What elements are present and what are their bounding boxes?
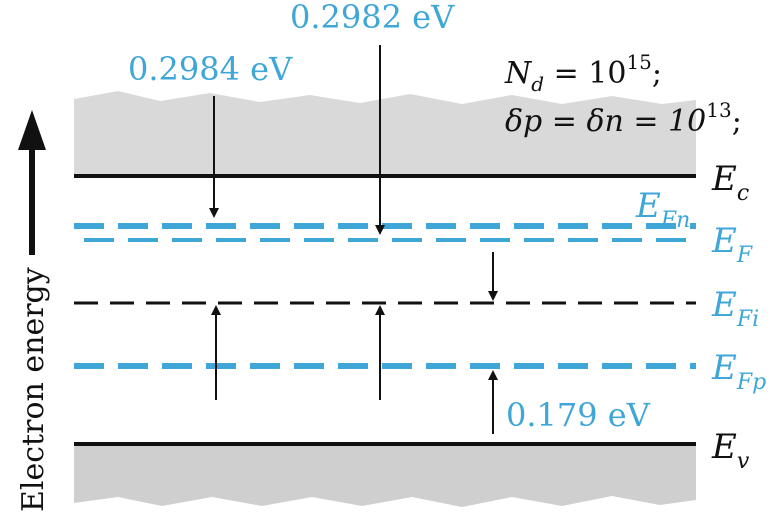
energy-axis-arrowhead: [18, 110, 46, 150]
label-efi: EFi: [711, 285, 759, 332]
label-efn: EFn: [635, 186, 690, 233]
label-efp: EFp: [711, 348, 766, 395]
value-0-179-ev: 0.179 eV: [506, 396, 651, 434]
axis-label: Electron energy: [16, 267, 51, 512]
value-0-2982-ev: 0.2982 eV: [290, 0, 455, 36]
conduction-band-region: [74, 91, 696, 176]
condition-dp-dn: δp = δn = 1013;: [505, 98, 742, 139]
condition-nd: Nd = 1015;: [504, 50, 662, 96]
valence-band-region: [74, 444, 696, 507]
label-ev: Ev: [711, 427, 750, 474]
value-0-2984-ev: 0.2984 eV: [128, 50, 293, 88]
label-ef: EF: [711, 221, 753, 268]
label-ec: Ec: [711, 159, 749, 206]
